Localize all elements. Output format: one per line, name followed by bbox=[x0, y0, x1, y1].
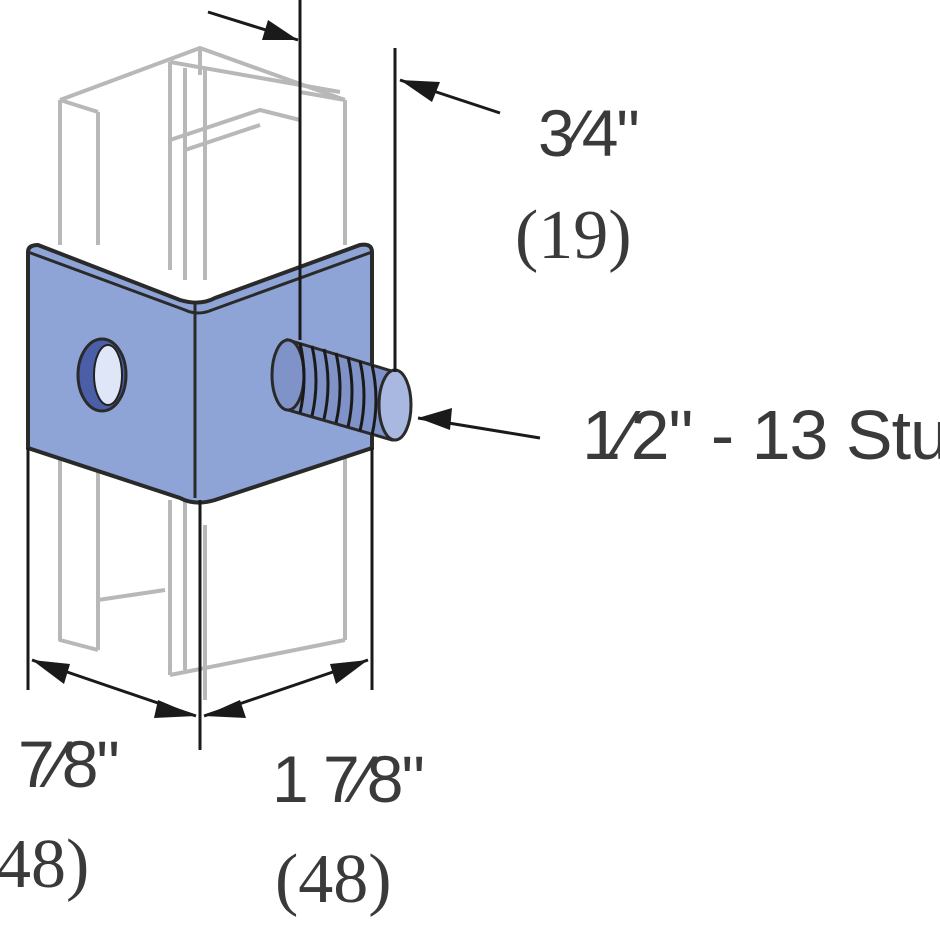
dimension-arrows bbox=[32, 20, 452, 718]
right-width-imperial: 1 7⁄8" bbox=[272, 742, 425, 816]
left-width-metric: 48) bbox=[0, 826, 90, 903]
threaded-stud bbox=[270, 337, 413, 442]
stud-size-label: 1⁄2" - 13 Stu bbox=[582, 396, 940, 474]
stud-length-imperial: 3⁄4" bbox=[538, 96, 640, 170]
stud-length-metric: (19) bbox=[515, 197, 632, 274]
angle-bracket bbox=[26, 242, 413, 505]
right-width-metric: (48) bbox=[275, 841, 392, 918]
left-width-imperial: 7⁄8" bbox=[18, 727, 120, 801]
channel-outline bbox=[58, 46, 347, 700]
bracket-top-lip bbox=[27, 250, 373, 315]
